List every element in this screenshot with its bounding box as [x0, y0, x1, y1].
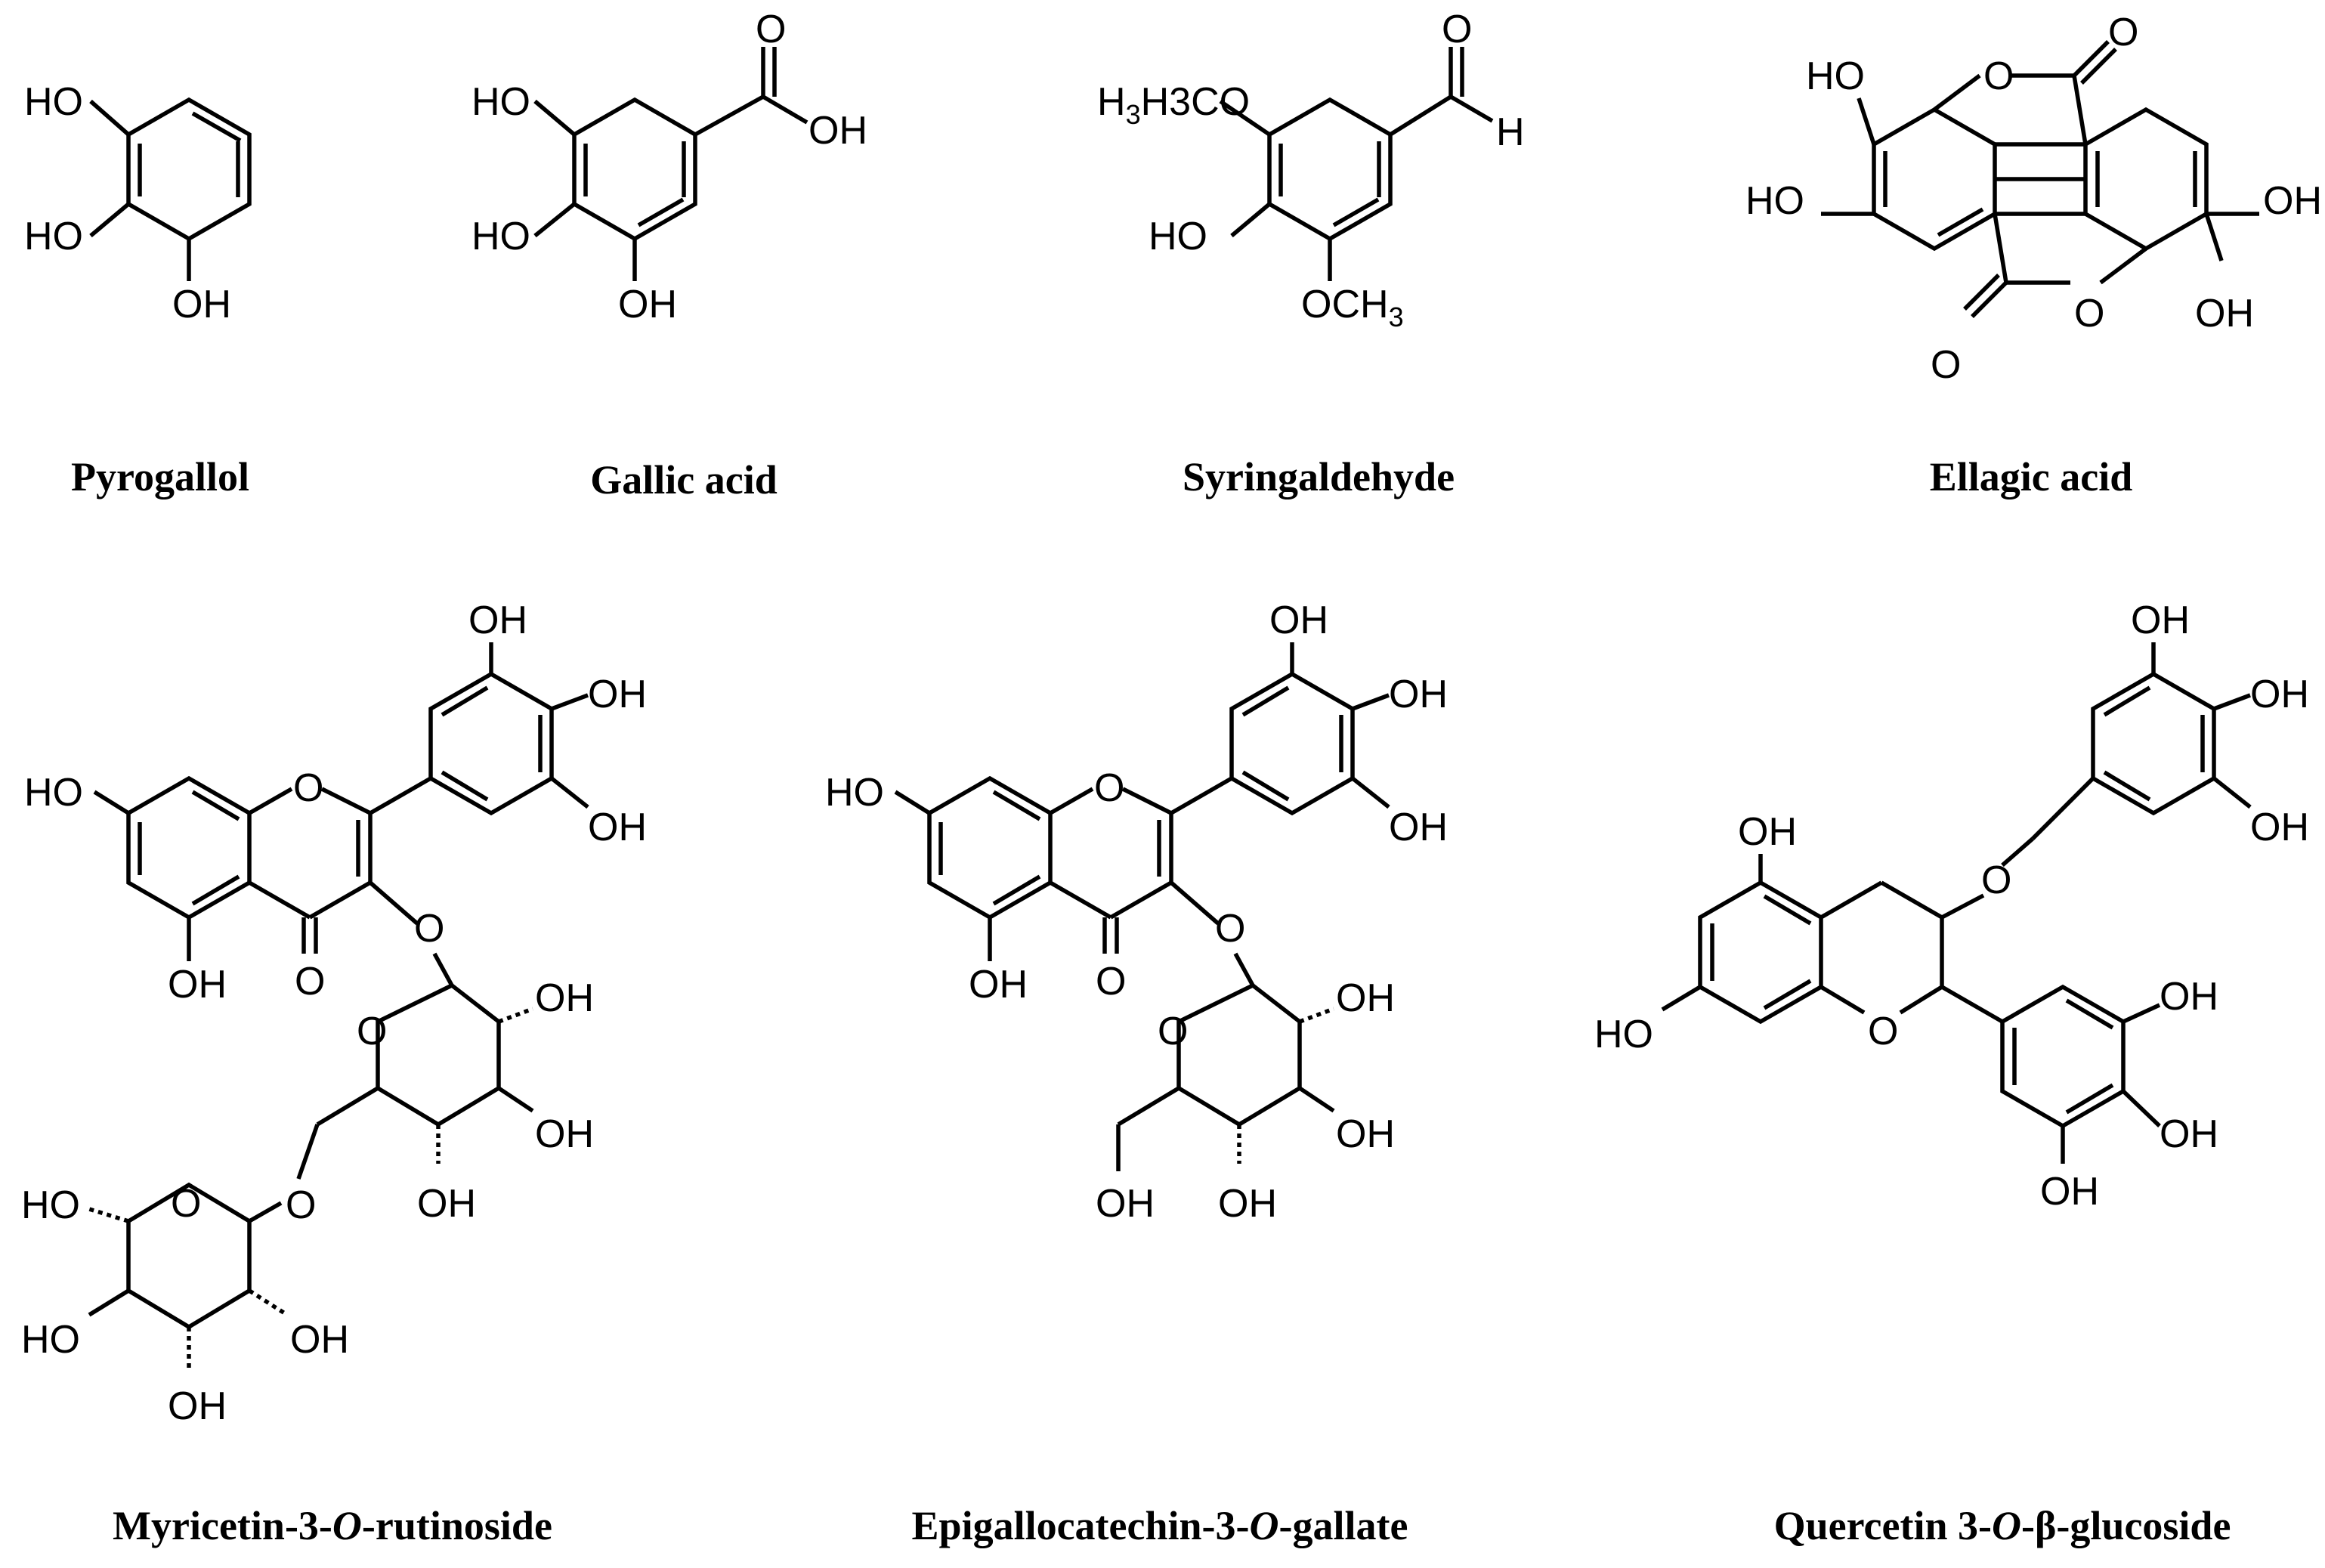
hydroxyl-label: OH — [168, 963, 227, 1007]
caption-text: Ellagic acid — [1929, 454, 2133, 499]
hydroxyl-label: OH — [1269, 598, 1328, 642]
hydroxyl-label: OH — [1218, 1182, 1277, 1226]
caption-italic-o: O — [1992, 1503, 2021, 1548]
epigallocatechin-3-o-gallate-structure: HO OH O O OH OH OH O O OH OH OH OH — [825, 598, 1448, 1226]
myricetin-3-o-rutinoside-structure: HO OH O O OH OH OH O O OH OH OH O HO O H… — [21, 598, 647, 1428]
hydroxyl-label: HO — [21, 1183, 80, 1227]
caption-text: Pyrogallol — [71, 454, 249, 499]
methoxy-label: OCH3 — [1301, 283, 1404, 332]
hydroxyl-label: OH — [172, 283, 231, 326]
ring-oxygen-label: O — [171, 1182, 201, 1226]
caption-text: Epigallocatechin-3- — [911, 1503, 1250, 1548]
hydroxyl-label: HO — [21, 1318, 80, 1362]
hydroxyl-label: OH — [2040, 1170, 2099, 1214]
hydroxyl-label: HO — [471, 215, 530, 258]
hydroxyl-label: OH — [618, 283, 677, 326]
hydroxyl-label: OH — [535, 976, 594, 1020]
hydroxyl-label: HO — [24, 215, 83, 258]
hydroxyl-label: OH — [1096, 1182, 1155, 1226]
hydroxyl-label: OH — [2250, 806, 2309, 849]
caption-text: Syringaldehyde — [1182, 454, 1455, 499]
hydroxyl-label: HO — [1149, 215, 1207, 258]
hydroxyl-label: HO — [1594, 1013, 1653, 1056]
hydroxyl-label: OH — [1738, 810, 1797, 854]
ether-oxygen-label: O — [1981, 858, 2011, 902]
aldehyde-hydrogen-label: H — [1496, 110, 1525, 154]
hydroxyl-label: OH — [588, 673, 647, 716]
hydroxyl-label: HO — [471, 80, 530, 124]
caption-text: -gallate — [1278, 1503, 1408, 1548]
hydroxyl-label: HO — [24, 80, 83, 124]
glycoside-oxygen-label: O — [286, 1183, 316, 1227]
hydroxyl-label: OH — [468, 598, 527, 642]
carbonyl-oxygen-label: O — [1442, 8, 1472, 51]
caption-quercetin-3-o-beta-glucoside: Quercetin 3-O-β-glucoside — [1774, 1502, 2231, 1549]
ring-oxygen-label: O — [357, 1010, 387, 1053]
ring-oxygen-label: O — [1868, 1010, 1898, 1053]
caption-myricetin-3-o-rutinoside: Myricetin-3-O-rutinoside — [113, 1502, 552, 1549]
hydroxyl-label: OH — [2195, 292, 2254, 336]
ellagic-acid-structure: HO HO O O OH OH O O — [1745, 11, 2322, 387]
methoxy-label: H3H3CO — [1097, 80, 1250, 130]
caption-text: Myricetin-3- — [113, 1503, 332, 1548]
caption-text: -rutinoside — [361, 1503, 552, 1548]
hydroxyl-label: OH — [535, 1112, 594, 1156]
hydroxyl-label: OH — [2263, 179, 2322, 223]
caption-ellagic-acid: Ellagic acid — [1930, 453, 2133, 500]
hydroxyl-label: OH — [290, 1318, 349, 1362]
hydroxyl-label: OH — [1389, 806, 1448, 849]
ring-oxygen-label: O — [2074, 292, 2104, 336]
caption-gallic-acid: Gallic acid — [590, 456, 777, 503]
carbonyl-oxygen-label: O — [1931, 343, 1961, 387]
caption-text: -β-glucoside — [2021, 1503, 2231, 1548]
carbonyl-oxygen-label: O — [1096, 960, 1126, 1004]
hydroxyl-label: HO — [825, 771, 884, 815]
hydroxyl-label: OH — [417, 1182, 476, 1226]
hydroxyl-label: OH — [1336, 1112, 1395, 1156]
ring-oxygen-label: O — [1094, 766, 1124, 810]
hydroxyl-label: HO — [1806, 54, 1865, 98]
hydroxyl-label: OH — [1336, 976, 1395, 1020]
carbonyl-oxygen-label: O — [756, 8, 786, 51]
caption-text: Gallic acid — [590, 457, 778, 503]
pyrogallol-structure: HO HO OH — [24, 80, 252, 326]
glycoside-oxygen-label: O — [414, 907, 444, 951]
hydroxyl-label: OH — [2250, 673, 2309, 716]
ring-oxygen-label: O — [1158, 1010, 1188, 1053]
ring-oxygen-label: O — [1983, 54, 2014, 98]
caption-italic-o: O — [1249, 1503, 1279, 1548]
gallic-acid-structure: HO HO OH O OH — [471, 8, 867, 326]
hydroxyl-label: OH — [969, 963, 1028, 1007]
caption-italic-o: O — [332, 1503, 362, 1548]
hydroxyl-label: HO — [1745, 179, 1804, 223]
hydroxyl-label: OH — [1389, 673, 1448, 716]
syringaldehyde-structure: H3H3CO HO OCH3 O H — [1097, 8, 1525, 332]
caption-text: Quercetin 3- — [1773, 1503, 1992, 1548]
ring-oxygen-label: O — [293, 766, 323, 810]
caption-epigallocatechin-3-o-gallate: Epigallocatechin-3-O-gallate — [912, 1502, 1408, 1549]
hydroxyl-label: HO — [24, 771, 83, 815]
hydroxyl-label: OH — [2160, 975, 2218, 1019]
hydroxyl-label: OH — [2160, 1112, 2218, 1156]
quercetin-3-o-beta-glucoside-structure: OH HO O O OH OH OH OH OH OH — [1594, 598, 2309, 1214]
carbonyl-oxygen-label: O — [2108, 11, 2138, 54]
caption-pyrogallol: Pyrogallol — [71, 453, 249, 500]
hydroxyl-label: OH — [588, 806, 647, 849]
hydroxyl-label: OH — [808, 109, 867, 153]
caption-syringaldehyde: Syringaldehyde — [1183, 453, 1455, 500]
hydroxyl-label: OH — [168, 1384, 227, 1428]
carbonyl-oxygen-label: O — [295, 960, 325, 1004]
glycoside-oxygen-label: O — [1215, 907, 1245, 951]
hydroxyl-label: OH — [2131, 598, 2190, 642]
